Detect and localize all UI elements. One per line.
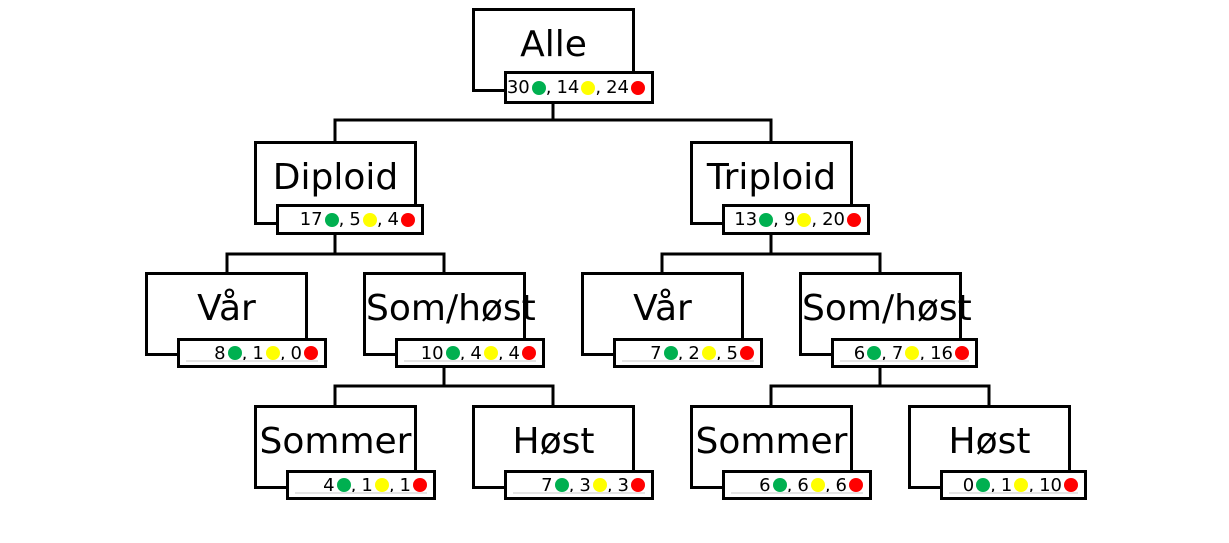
- count-red: 10: [1039, 475, 1078, 496]
- red-dot-icon: [849, 478, 863, 492]
- green-dot-icon: [445, 346, 460, 360]
- count-green: 8: [214, 343, 242, 364]
- count-green: 30: [507, 77, 546, 98]
- node-triploid-label: Triploid: [706, 157, 837, 198]
- yellow-dot-icon: [265, 346, 280, 360]
- red-dot-icon: [522, 346, 536, 360]
- yellow-dot-icon: [592, 478, 607, 492]
- count-green: 10: [421, 343, 460, 364]
- count-red: 4: [509, 343, 536, 364]
- yellow-dot-icon: [905, 346, 920, 360]
- green-dot-icon: [336, 478, 351, 492]
- green-dot-icon: [772, 478, 787, 492]
- yellow-dot-icon: [701, 346, 716, 360]
- count-green: 6: [759, 475, 787, 496]
- count-green: 17: [300, 209, 339, 230]
- counts-triploid-sommer: 6, 6, 6: [722, 470, 872, 500]
- red-dot-icon: [631, 478, 645, 492]
- red-dot-icon: [413, 478, 427, 492]
- counts-diploid: 17, 5, 4: [276, 204, 424, 235]
- counts-triploid: 13, 9, 20: [722, 204, 870, 235]
- count-yellow: 4: [470, 343, 498, 364]
- node-diploid-sommer-label: Sommer: [259, 421, 412, 462]
- node-triploid-var-label: Vår: [633, 288, 692, 329]
- count-green: 13: [734, 209, 774, 230]
- count-yellow: 9: [784, 209, 812, 230]
- count-yellow: 3: [579, 475, 607, 496]
- green-dot-icon: [759, 212, 774, 227]
- count-red: 6: [836, 475, 863, 496]
- node-triploid-sommer-label: Sommer: [695, 421, 848, 462]
- green-dot-icon: [531, 80, 546, 95]
- red-dot-icon: [955, 346, 969, 360]
- red-dot-icon: [631, 80, 645, 95]
- count-yellow: 6: [797, 475, 825, 496]
- counts-triploid-var: 7, 2, 5: [613, 338, 763, 368]
- node-diploid-sommer: Sommer: [254, 405, 417, 489]
- green-dot-icon: [554, 478, 569, 492]
- count-yellow: 14: [556, 77, 596, 98]
- red-dot-icon: [1064, 478, 1078, 492]
- count-red: 5: [727, 343, 754, 364]
- count-red: 24: [606, 77, 645, 98]
- counts-triploid-somhost: 6, 7, 16: [831, 338, 978, 368]
- red-dot-icon: [740, 346, 754, 360]
- red-dot-icon: [847, 212, 861, 227]
- yellow-dot-icon: [581, 80, 596, 95]
- count-yellow: 5: [349, 209, 377, 230]
- counts-diploid-var: 8, 1, 0: [177, 338, 327, 368]
- node-alle-label: Alle: [520, 24, 587, 65]
- yellow-dot-icon: [362, 212, 377, 227]
- counts-diploid-sommer: 4, 1, 1: [286, 470, 436, 500]
- count-yellow: 1: [1001, 475, 1029, 496]
- node-triploid-host-label: Høst: [948, 421, 1031, 462]
- yellow-dot-icon: [810, 478, 825, 492]
- yellow-dot-icon: [1014, 478, 1029, 492]
- counts-triploid-host: 0, 1, 10: [940, 470, 1087, 500]
- green-dot-icon: [867, 346, 882, 360]
- count-yellow: 1: [361, 475, 389, 496]
- green-dot-icon: [976, 478, 991, 492]
- count-yellow: 1: [252, 343, 280, 364]
- counts-diploid-host: 7, 3, 3: [504, 470, 654, 500]
- node-triploid-somhost-label: Som/høst: [802, 288, 972, 329]
- node-diploid-somhost-label: Som/høst: [366, 288, 536, 329]
- count-red: 4: [388, 209, 415, 230]
- count-green: 0: [963, 475, 991, 496]
- node-diploid-host-label: Høst: [512, 421, 595, 462]
- count-red: 3: [618, 475, 645, 496]
- red-dot-icon: [304, 346, 318, 360]
- counts-alle: 30, 14, 24: [504, 71, 654, 104]
- green-dot-icon: [227, 346, 242, 360]
- yellow-dot-icon: [374, 478, 389, 492]
- node-triploid-somhost: Som/høst: [799, 272, 972, 356]
- count-yellow: 7: [892, 343, 920, 364]
- yellow-dot-icon: [483, 346, 498, 360]
- count-yellow: 2: [688, 343, 716, 364]
- count-red: 0: [291, 343, 318, 364]
- count-red: 16: [930, 343, 969, 364]
- counts-diploid-somhost: 10, 4, 4: [395, 338, 545, 368]
- green-dot-icon: [324, 212, 339, 227]
- green-dot-icon: [663, 346, 678, 360]
- count-red: 20: [822, 209, 861, 230]
- count-green: 4: [323, 475, 351, 496]
- count-green: 7: [541, 475, 569, 496]
- count-green: 7: [650, 343, 678, 364]
- yellow-dot-icon: [797, 212, 812, 227]
- count-green: 6: [854, 343, 882, 364]
- node-diploid-label: Diploid: [272, 157, 399, 198]
- node-diploid-var-label: Vår: [197, 288, 256, 329]
- count-red: 1: [400, 475, 427, 496]
- red-dot-icon: [401, 212, 415, 227]
